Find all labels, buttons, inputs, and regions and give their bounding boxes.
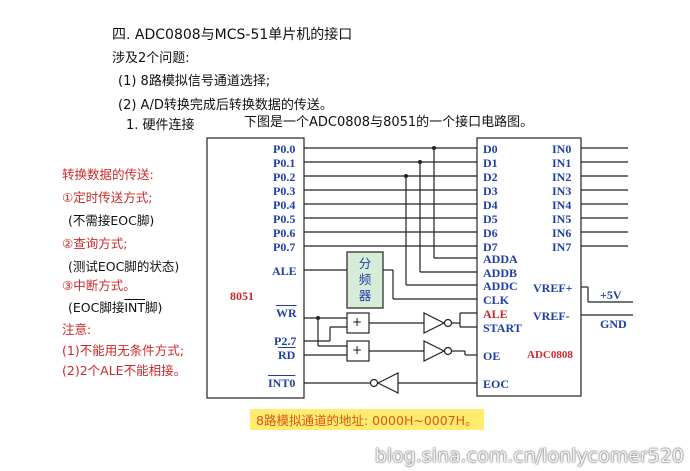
watermark: blog.sina.com.cn/lonlycomer520 [374,445,684,467]
method-3-note-int: INT [124,300,146,315]
or-gate-2-symbol: + [352,343,363,357]
adc-pin-d2: D2 [483,170,498,184]
mcu-pin-int0: INT0 [268,376,296,390]
adc-pin-in0: IN0 [552,142,572,156]
adc-pin-in5: IN5 [552,212,572,226]
adc-pin-eoc: EOC [483,377,510,391]
mcu-pin-p07: P0.7 [273,240,296,254]
mcu-pin-p05: P0.5 [273,212,296,226]
adc-pin-d1: D1 [483,156,498,170]
adc-pin-adda: ADDA [483,252,518,266]
adc-pin-in6: IN6 [552,226,572,240]
adc-name: ADC0808 [527,349,573,361]
mcu-pin-ale: ALE [272,264,297,278]
mcu-pin-p00: P0.0 [273,142,296,156]
issues-intro: 涉及2个问题: [112,51,190,66]
adc-pin-d5: D5 [483,212,498,226]
divider-block [346,251,384,309]
adc-pin-d7: D7 [483,240,498,254]
method-1: ①定时传送方式; [62,190,153,205]
section-label: 1. 硬件连接 [126,118,195,133]
mcu-pin-p01: P0.1 [273,156,296,170]
adc-pin-in4: IN4 [552,198,572,212]
adc-pin-oe: OE [483,349,501,363]
attention-2: (2)2个ALE不能相接。 [62,363,187,378]
transfer-title: 转换数据的传送: [62,167,154,182]
mcu-pin-p03: P0.3 [273,184,296,198]
method-3-note: (EOC脚接INT脚) [68,297,162,316]
mcu-pin-wr: WR [276,306,297,320]
mcu-chip [206,137,305,399]
adc-pin-in1: IN1 [552,156,572,170]
adc-pin-ale: ALE [483,307,508,321]
method-3-note-pre: (EOC脚接 [68,300,125,315]
method-2: ②查询方式; [62,236,128,251]
mcu-pin-p06: P0.6 [273,226,296,240]
adc-pin-d6: D6 [483,226,498,240]
page-title: 四. ADC0808与MCS-51单片机的接口 [112,27,353,43]
power-plus5v: +5V [600,288,622,302]
address-note: 8路模拟通道的地址: 0000H~0007H。 [250,409,484,430]
issue-item-1: (1) 8路模拟信号通道选择; [118,74,271,89]
adc-pin-in2: IN2 [552,170,572,184]
adc-pin-addc: ADDC [483,279,518,293]
section-caption: 下图是一个ADC0808与8051的一个接口电路图。 [244,115,534,130]
adc-chip [476,137,582,397]
adc-pin-in3: IN3 [552,184,572,198]
adc-pin-d4: D4 [483,198,498,212]
adc-pin-d3: D3 [483,184,498,198]
mcu-pin-p04: P0.4 [273,198,296,212]
power-gnd: GND [600,317,627,331]
method-3-note-post: 脚) [145,300,163,315]
adc-pin-addb: ADDB [483,266,518,280]
adc-pin-clk: CLK [483,293,510,307]
adc-pin-in7: IN7 [552,240,572,254]
mcu-pin-p27: P2.7 [274,334,297,348]
mcu-name: 8051 [230,289,254,303]
divider-label: 分频器 [358,256,372,303]
issue-item-2: (2) A/D转换完成后转换数据的传送。 [118,98,333,113]
attention-1: (1)不能用无条件方式; [62,343,184,358]
adc-pin-vref-plus: VREF+ [533,281,573,295]
or-gate-1-symbol: + [352,315,363,329]
mcu-pin-p02: P0.2 [273,170,296,184]
mcu-pin-rd: RD [278,348,296,362]
method-2-note: (测试EOC脚的状态) [68,259,180,274]
method-3: ③中断方式。 [62,278,136,293]
adc-pin-start: START [483,321,522,335]
adc-pin-d0: D0 [483,142,498,156]
adc-pin-vref-minus: VREF- [533,309,570,323]
attention-title: 注意: [62,322,92,337]
method-1-note: (不需接EOC脚) [68,213,155,228]
